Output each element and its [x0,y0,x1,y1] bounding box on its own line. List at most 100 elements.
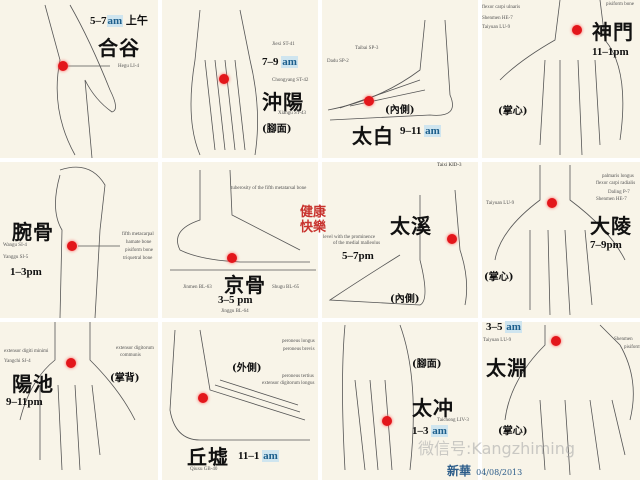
time-label: 11–1 am [238,450,279,462]
acupoint-marker-chongyang [219,74,229,84]
acupoint-marker-jinggu [227,253,237,263]
anatomy-label: extensor digiti minimi [4,349,49,354]
anatomy-label: Qiuxu GB-40 [190,467,218,472]
panel-chongyang [162,0,318,158]
time-range: 1–3 [412,425,429,437]
panel-qiuxu [162,322,318,480]
anatomy-label: Shugu BL-65 [272,285,300,290]
anatomy-label: tuberosity of the fifth metatarsal bone [231,186,307,191]
view-label: (內側) [385,105,415,116]
time-label: 5–7am 上午 [90,12,148,28]
anatomy-label: Jiexi ST-41 [272,42,295,47]
anatomy-label: Hegu LI-4 [118,64,139,69]
view-label: (掌心) [498,106,528,117]
time-range: 3–5 [486,321,503,333]
anatomy-label: Shenmen HE-7 [482,16,513,21]
acupoint-name: 丘墟 [187,445,229,469]
view-label: (腳面) [412,359,442,370]
time-range: 11–1 [238,450,260,462]
time-label: 7–9 am [262,56,298,68]
acupoint-name: 合谷 [98,36,140,60]
acupoint-name: 神門 [592,20,634,44]
time-unit: am [262,450,279,462]
anatomy-label: extensor digitorum longus [262,381,315,386]
anatomy-label: peroneus brevis [283,347,315,352]
view-label: (掌背) [110,373,140,384]
anatomy-label: level with the prominence [323,235,376,240]
time-label: 11–1pm [592,46,629,58]
acupoint-marker-taixi [447,234,457,244]
anatomy-label: Chongyang ST-42 [272,78,309,83]
acupoint-marker-wangu [67,241,77,251]
acupoint-name: 太冲 [412,396,454,420]
view-label: (內側) [390,294,420,305]
time-label: 3–5 am [486,321,522,333]
time-unit: am [424,125,441,137]
center-text-line: 快樂 [300,220,327,235]
time-note: 上午 [125,15,148,27]
acupoint-name: 京骨 [224,273,266,297]
panel-taibai [322,0,478,158]
time-unit: am [281,56,298,68]
panel-jinggu [162,162,318,318]
time-unit: am [106,15,124,27]
anatomy-label: Taichong LIV-3 [437,418,469,423]
anatomy-label: of the medial malleolus [333,241,381,246]
anatomy-label: Taixi KID-3 [437,163,462,168]
acupoint-marker-yangchi [66,358,76,368]
signature-block: 新華 04/08/2013 [447,462,522,480]
time-label: 9–11 am [400,125,441,137]
acupoint-name: 陽池 [12,372,54,396]
panel-taichong [322,322,478,480]
time-range: 5–7 [90,15,107,27]
acupoint-name: 太溪 [390,214,432,238]
time-range: 9–11 [400,125,422,137]
anatomy-label: Shenmen [614,337,633,342]
date-label: 04/08/2013 [476,468,523,477]
panel-daling [482,162,640,318]
time-range: 7–9 [262,56,279,68]
anatomy-label: peroneus longus [282,339,315,344]
time-unit: am [431,425,448,437]
time-label: 3–5 pm [218,294,253,306]
anatomy-label: Wangu SI-4 [3,243,27,248]
acupoint-name: 大陵 [590,214,632,238]
acupoint-marker-daling [547,198,557,208]
anatomy-label: Taiyuan LU-9 [483,338,512,343]
anatomy-label: hamate bone [126,240,152,245]
anatomy-label: Xiangu ST-43 [278,111,307,116]
anatomy-label: extensor digitorum [116,346,154,351]
panel-shenmen [482,0,640,158]
anatomy-label: pisiform bone [606,2,634,7]
anatomy-label: palmaris longus [602,174,634,179]
anatomy-label: communis [120,353,141,358]
acupoint-marker-taichong [382,416,392,426]
anatomy-label: triquetral bone [123,256,153,261]
time-label: 1–3 am [412,425,448,437]
acupoint-marker-taiyuan [551,336,561,346]
acupoint-marker-shenmen [572,25,582,35]
anatomy-label: Jinmen BL-63 [183,285,212,290]
anatomy-label: flexor carpi radialis [596,181,636,186]
time-label: 5–7pm [342,250,374,262]
panel-wangu [0,162,158,318]
anatomy-label: Shenmen HE-7 [596,197,627,202]
anatomy-label: pisiform bone [125,248,153,253]
anatomy-label: Yangchi SJ-4 [4,359,31,364]
anatomy-label: Taiyuan LU-9 [486,201,515,206]
anatomy-label: Dadu SP-2 [327,59,349,64]
anatomy-label: Jinggu BL-64 [221,309,249,314]
time-label: 7–9pm [590,239,622,251]
anatomy-label: Yanggu SI-5 [3,255,29,260]
time-label: 9–11pm [6,396,43,408]
time-unit: am [505,321,522,333]
view-label: (掌心) [498,426,528,437]
acupoint-name: 太淵 [486,356,528,380]
center-text-line: 健康 [300,205,327,220]
anatomy-label: fifth metacarpal [122,232,154,237]
signature: 新華 [447,464,472,478]
acupoint-name: 沖陽 [262,90,304,114]
acupoint-name: 腕骨 [12,220,54,244]
